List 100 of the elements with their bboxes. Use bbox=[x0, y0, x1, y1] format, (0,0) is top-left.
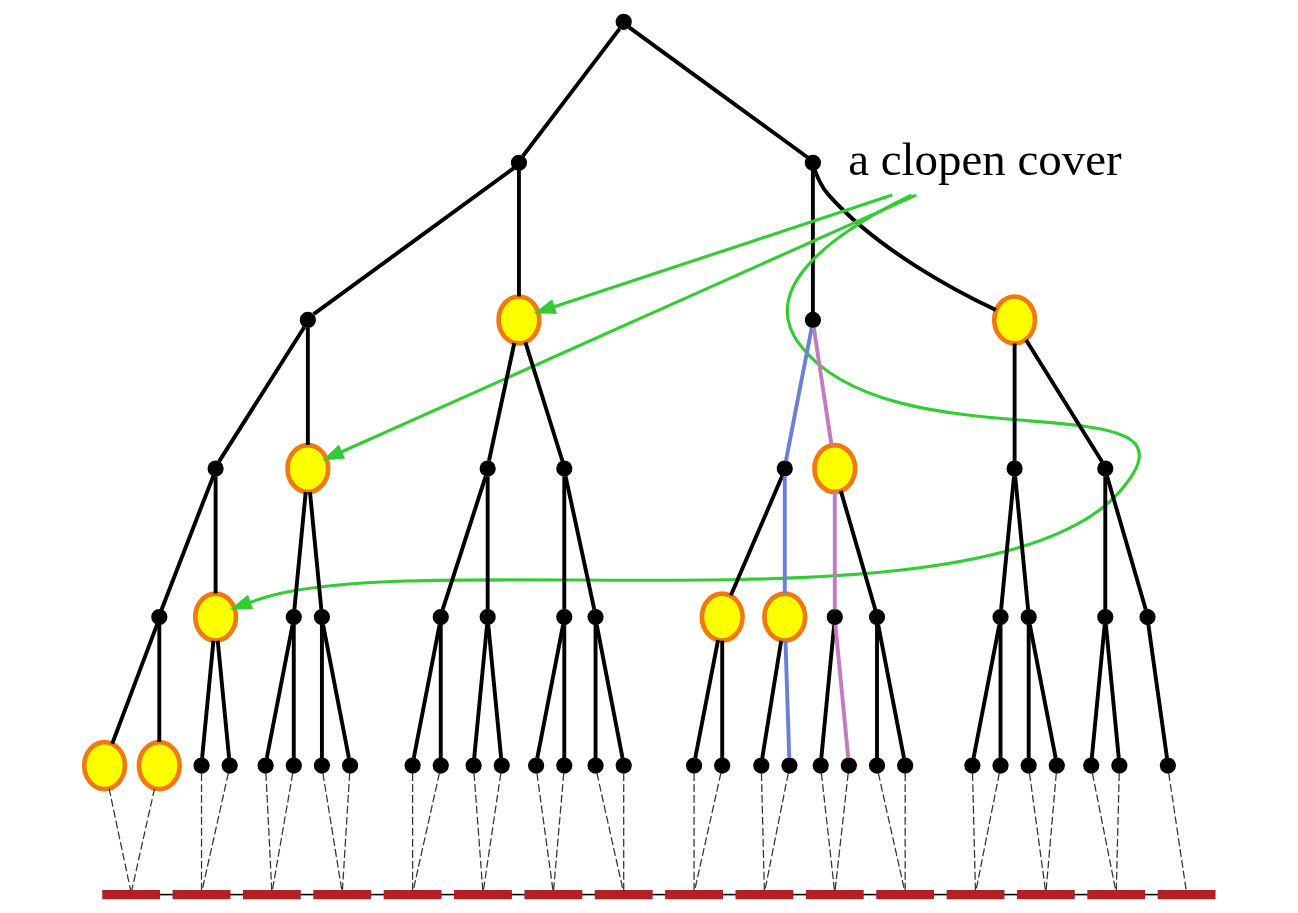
connector bbox=[1026, 624, 1031, 758]
connector bbox=[595, 772, 624, 892]
connector bbox=[783, 327, 814, 462]
node-bar bbox=[946, 889, 1004, 900]
node-circle bbox=[1096, 460, 1113, 477]
connector bbox=[440, 475, 487, 611]
node-circle bbox=[432, 757, 449, 774]
connector bbox=[109, 623, 159, 745]
connector bbox=[156, 624, 161, 742]
node-circle bbox=[615, 13, 632, 30]
connector bbox=[563, 475, 596, 610]
connector bbox=[438, 624, 443, 758]
connector bbox=[159, 474, 215, 611]
connector bbox=[810, 170, 815, 313]
connector bbox=[820, 772, 835, 892]
connector bbox=[200, 772, 229, 892]
node-bar bbox=[172, 889, 230, 900]
node-bar bbox=[664, 889, 723, 900]
connector bbox=[486, 342, 516, 462]
connector bbox=[875, 624, 906, 759]
node-circle bbox=[510, 154, 527, 171]
connector bbox=[998, 624, 1002, 758]
node-circle bbox=[826, 608, 843, 626]
connector bbox=[1091, 772, 1116, 892]
connector bbox=[760, 772, 765, 892]
node-circle bbox=[776, 460, 793, 477]
connector bbox=[1089, 624, 1107, 759]
connector bbox=[341, 772, 350, 892]
node-circle bbox=[1082, 757, 1099, 774]
node-bar bbox=[1016, 889, 1075, 900]
connector bbox=[534, 624, 565, 759]
node-bar bbox=[594, 889, 653, 900]
connector bbox=[321, 772, 342, 892]
node-circle bbox=[555, 757, 572, 774]
node-circle bbox=[1110, 757, 1127, 774]
node-circle bbox=[896, 757, 913, 774]
connector bbox=[1167, 772, 1187, 892]
connector bbox=[1012, 343, 1017, 461]
connector bbox=[783, 640, 791, 758]
connector bbox=[811, 327, 833, 446]
node-bar bbox=[735, 889, 793, 900]
node-circle bbox=[495, 294, 542, 346]
node-circle bbox=[207, 460, 224, 477]
node-circle bbox=[713, 757, 730, 774]
node-circle bbox=[192, 591, 238, 643]
connector bbox=[832, 492, 837, 610]
node-bar bbox=[383, 889, 442, 900]
connector bbox=[1028, 772, 1046, 892]
connector bbox=[471, 624, 489, 759]
node-bar bbox=[312, 889, 371, 900]
connector bbox=[974, 772, 1000, 892]
connector bbox=[213, 476, 218, 594]
connector bbox=[215, 640, 231, 759]
connector bbox=[593, 624, 597, 758]
node-bar bbox=[1157, 889, 1216, 900]
connector bbox=[411, 772, 413, 892]
connector bbox=[520, 27, 621, 158]
connector bbox=[594, 624, 624, 759]
node-circle bbox=[761, 591, 807, 643]
connector bbox=[759, 640, 783, 759]
connector bbox=[763, 772, 789, 892]
node-circle bbox=[685, 757, 702, 774]
connector bbox=[271, 772, 293, 892]
connector bbox=[199, 640, 215, 759]
connector bbox=[516, 170, 521, 297]
connector bbox=[1115, 772, 1120, 892]
node-circle bbox=[285, 608, 302, 626]
connector bbox=[877, 772, 905, 892]
node-circle bbox=[840, 757, 857, 774]
connector bbox=[627, 25, 809, 160]
connector bbox=[971, 772, 976, 892]
connector bbox=[1102, 476, 1107, 610]
node-bar bbox=[875, 889, 934, 900]
node-circle bbox=[1138, 608, 1156, 626]
node-circle bbox=[150, 608, 167, 626]
connector bbox=[692, 639, 720, 759]
node-circle bbox=[313, 608, 330, 626]
node-circle bbox=[555, 608, 572, 626]
node-circle bbox=[136, 739, 182, 792]
node-bar bbox=[1086, 889, 1145, 900]
node-circle bbox=[81, 739, 127, 792]
connector bbox=[291, 491, 308, 610]
connector bbox=[904, 772, 906, 892]
node-circle bbox=[257, 757, 274, 774]
node-circle bbox=[493, 757, 510, 774]
connector bbox=[200, 772, 202, 892]
node-text: a clopen cover bbox=[847, 132, 1122, 185]
connector bbox=[1027, 624, 1058, 759]
node-circle bbox=[586, 608, 604, 626]
connector bbox=[833, 772, 849, 892]
node-circle bbox=[991, 294, 1037, 346]
node-bar bbox=[805, 889, 864, 900]
connector bbox=[1104, 475, 1148, 610]
node-circle bbox=[479, 608, 496, 626]
node-circle bbox=[811, 442, 857, 495]
connector bbox=[307, 491, 323, 610]
connector bbox=[812, 169, 997, 312]
node-circle bbox=[963, 757, 980, 774]
connector bbox=[216, 326, 306, 463]
node-circle bbox=[221, 757, 238, 774]
